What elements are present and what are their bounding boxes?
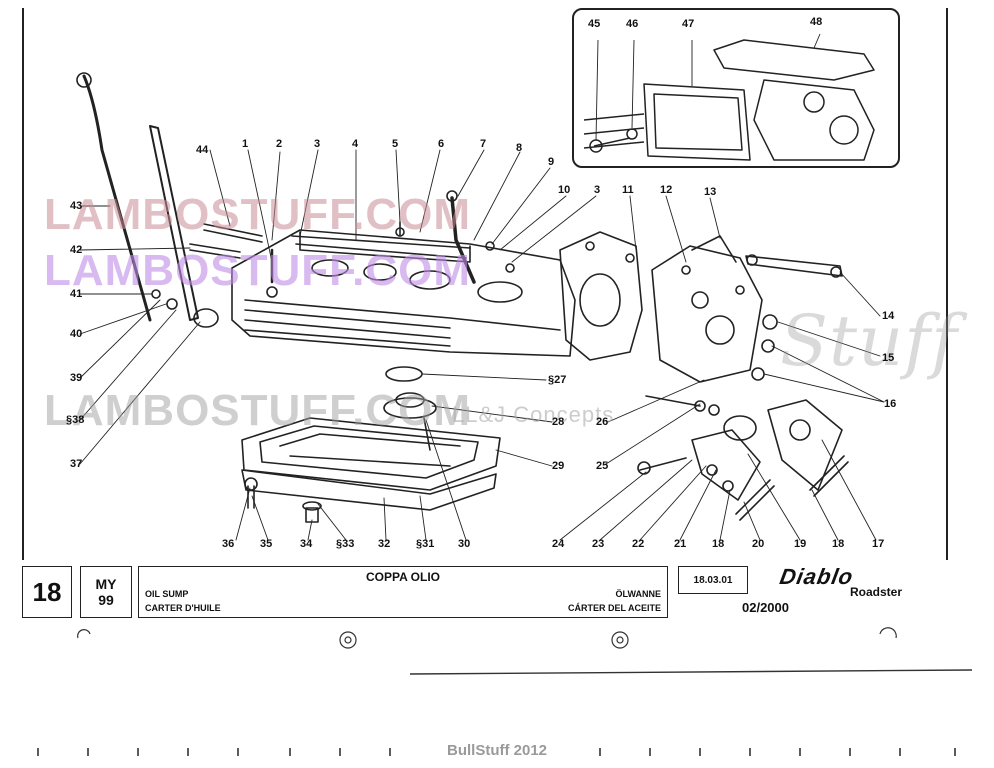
callout-24: 24 xyxy=(552,538,565,550)
title-spanish: CÁRTER DEL ACEITE xyxy=(567,603,661,613)
stud-44 xyxy=(203,223,263,243)
title-italian: COPPA OLIO xyxy=(365,570,440,584)
nut-16a xyxy=(761,339,775,353)
callout-18b: 18 xyxy=(712,538,725,550)
callout-7: 7 xyxy=(480,138,487,150)
sump-body xyxy=(231,229,576,357)
callout-42: 42 xyxy=(70,244,83,256)
callout-3b: 3 xyxy=(594,184,601,196)
section-code: 18.03.01 xyxy=(693,574,733,586)
plate-47 xyxy=(643,83,751,161)
callout-44: 44 xyxy=(196,144,209,156)
rule-line xyxy=(409,669,973,675)
callout-41: 41 xyxy=(70,288,83,300)
detail-inset xyxy=(572,8,900,168)
callout-4: 4 xyxy=(352,138,359,150)
nut-15 xyxy=(762,314,778,330)
callout-14: 14 xyxy=(882,310,895,322)
callout-13: 13 xyxy=(704,186,717,198)
callout-29: 29 xyxy=(552,460,565,472)
revision-date: 02/2000 xyxy=(742,600,789,615)
oil-pipe xyxy=(450,196,476,284)
stud-42 xyxy=(189,243,241,259)
title-french: CARTER D'HUILE xyxy=(145,603,221,613)
callout-8: 8 xyxy=(516,142,523,154)
dipstick-tube xyxy=(82,74,152,322)
callout-16: 16 xyxy=(884,398,897,410)
mount-bracket-17 xyxy=(767,399,843,491)
callout-34: 34 xyxy=(300,538,313,550)
callout-1: 1 xyxy=(242,138,249,150)
inset-drawing xyxy=(583,33,875,161)
title-english: OIL SUMP xyxy=(145,589,189,599)
callout-48: 48 xyxy=(810,16,823,28)
callout-33: §33 xyxy=(336,538,355,550)
callout-5: 5 xyxy=(392,138,399,150)
callout-40: 40 xyxy=(70,328,83,340)
callout-26: 26 xyxy=(596,416,609,428)
callout-11: 11 xyxy=(622,184,634,196)
callout-25: 25 xyxy=(596,460,609,472)
callout-21: 21 xyxy=(674,538,687,550)
section-code-box: 18.03.01 xyxy=(678,566,748,594)
sump-pan-32 xyxy=(241,469,497,511)
callout-37: 37 xyxy=(70,458,83,470)
callout-23: 23 xyxy=(592,538,605,550)
dipstick xyxy=(149,125,199,321)
callout-15: 15 xyxy=(882,352,895,364)
dipstick-handle xyxy=(76,72,92,88)
callout-19: 19 xyxy=(794,538,807,550)
callout-2: 2 xyxy=(276,138,283,150)
model-year-value: 99 xyxy=(98,592,114,608)
callout-32: 32 xyxy=(378,538,391,550)
bolt-45 xyxy=(593,137,631,147)
callout-43: 43 xyxy=(70,200,83,212)
callout-3: 3 xyxy=(314,138,321,150)
filter-28 xyxy=(383,397,437,419)
callout-31: §31 xyxy=(416,538,435,550)
callout-35: 35 xyxy=(260,538,273,550)
callout-20: 20 xyxy=(752,538,765,550)
callout-47: 47 xyxy=(682,18,695,30)
callout-39: 39 xyxy=(70,372,83,384)
model-year-label: MY xyxy=(95,576,117,592)
binder-hole-right xyxy=(611,631,629,649)
page-number-box: 18 xyxy=(22,566,72,618)
callout-27: §27 xyxy=(548,374,567,386)
page-number: 18 xyxy=(32,576,62,607)
callout-22: 22 xyxy=(632,538,645,550)
model-year-box: MY 99 xyxy=(80,566,132,618)
callout-46: 46 xyxy=(626,18,639,30)
model-name: Roadster xyxy=(850,585,903,599)
callout-18: 18 xyxy=(832,538,845,550)
dipstick-seal xyxy=(193,308,219,328)
bolt-24 xyxy=(639,457,687,471)
title-german: ÖLWANNE xyxy=(615,589,661,599)
callout-38: §38 xyxy=(66,414,85,426)
callout-9: 9 xyxy=(548,156,555,168)
oil-pump-12 xyxy=(651,245,763,383)
callout-12: 12 xyxy=(660,184,673,196)
binder-hole-left xyxy=(339,631,357,649)
housing-11 xyxy=(559,231,643,361)
callout-36: 36 xyxy=(222,538,235,550)
callout-28: 28 xyxy=(552,416,565,428)
callout-10: 10 xyxy=(558,184,571,196)
callout-17: 17 xyxy=(872,538,885,550)
bolt-26 xyxy=(645,395,701,407)
callout-45: 45 xyxy=(588,18,601,30)
diagram-frame xyxy=(22,8,948,560)
washer-46 xyxy=(626,128,638,140)
title-description-box: COPPA OLIO OIL SUMP CARTER D'HUILE ÖLWAN… xyxy=(138,566,668,618)
footer-credit: BullStuff 2012 xyxy=(446,742,548,759)
callout-6: 6 xyxy=(438,138,445,150)
cover-48 xyxy=(713,39,875,81)
callout-30: 30 xyxy=(458,538,471,550)
